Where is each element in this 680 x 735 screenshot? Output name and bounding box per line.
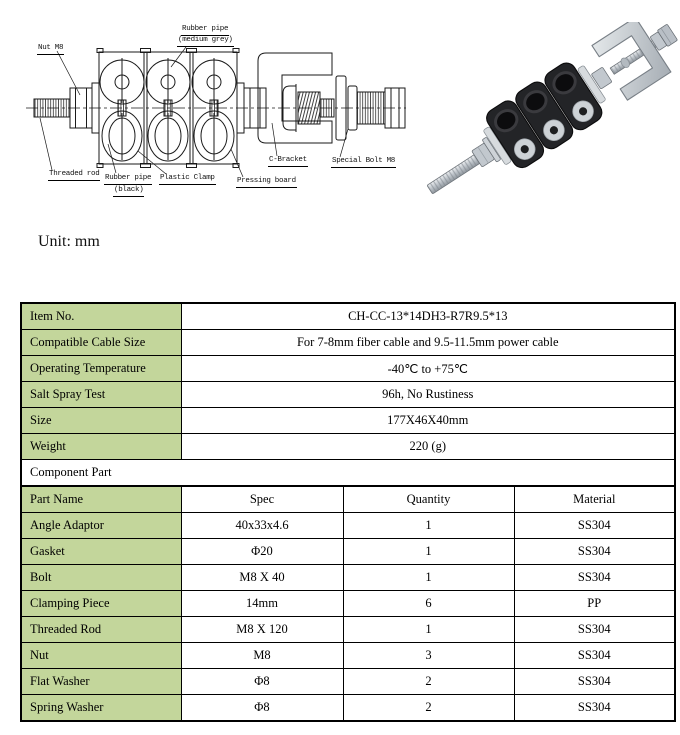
part-spec-cell: Φ20 (180, 538, 344, 565)
part-quantity-cell: 1 (342, 538, 515, 565)
diagram-label-threaded-rod: Threaded rod (48, 170, 101, 181)
part-name-cell: Bolt (20, 564, 182, 591)
part-spec-cell: 40x33x4.6 (180, 512, 344, 539)
product-photo (427, 22, 678, 194)
part-spec-cell: M8 X 120 (180, 616, 344, 643)
diagram-label-plastic-clamp: Plastic Clamp (159, 174, 216, 185)
part-name-cell: Flat Washer (20, 668, 182, 695)
photo-nut (591, 67, 612, 89)
part-name-cell: Spring Washer (20, 694, 182, 722)
part-material-cell: SS304 (513, 668, 676, 695)
parts-header-row: Part Name Spec Quantity Material (20, 485, 676, 513)
spec-row-value: For 7-8mm fiber cable and 9.5-11.5mm pow… (180, 329, 676, 356)
part-spec-cell: M8 X 40 (180, 564, 344, 591)
part-quantity-cell: 3 (342, 642, 515, 669)
part-spec-cell: Φ8 (180, 694, 344, 722)
pressing-board-drawing (236, 82, 267, 134)
column-header-spec: Spec (180, 485, 344, 513)
spec-row-value: 177X46X40mm (180, 407, 676, 434)
part-material-cell: SS304 (513, 538, 676, 565)
photo-clamp-blocks (486, 62, 603, 169)
diagram-label-special-bolt: Special Bolt M8 (331, 157, 397, 168)
photo-washers (514, 100, 594, 160)
part-quantity-cell: 2 (342, 668, 515, 695)
diagram-label-rubber-grey-1: Rubber pipe (181, 25, 230, 36)
column-header-part-name: Part Name (20, 485, 182, 513)
photo-pressing-board-left (483, 126, 512, 165)
diagram-label-pressing-board: Pressing board (236, 177, 297, 188)
part-name-cell: Nut (20, 642, 182, 669)
spec-row-value: 220 (g) (180, 433, 676, 460)
column-header-quantity: Quantity (342, 485, 515, 513)
part-material-cell: SS304 (513, 564, 676, 591)
unit-label: Unit: mm (38, 233, 100, 250)
spec-row-label: Weight (20, 433, 182, 460)
part-spec-cell: M8 (180, 642, 344, 669)
diagram-label-c-bracket: C-Bracket (268, 156, 308, 167)
spec-row-label: Operating Temperature (20, 355, 182, 382)
spec-row-label: Item No. (20, 302, 182, 330)
threaded-rod-drawing (33, 98, 71, 118)
special-bolt-drawing (282, 75, 406, 141)
part-name-cell: Threaded Rod (20, 616, 182, 643)
diagram-label-rubber-black-1: Rubber pipe (104, 174, 153, 185)
leader-lines (39, 46, 349, 178)
component-part-row: Component Part (20, 459, 676, 487)
part-quantity-cell: 1 (342, 512, 515, 539)
spec-row-label: Salt Spray Test (20, 381, 182, 408)
photo-c-bracket (591, 22, 678, 101)
part-material-cell: SS304 (513, 642, 676, 669)
part-material-cell: SS304 (513, 616, 676, 643)
diagram-label-rubber-grey-2: (medium grey) (177, 36, 234, 47)
spec-row-label: Size (20, 407, 182, 434)
spec-row-value: 96h, No Rustiness (180, 381, 676, 408)
plastic-clamp-drawing (96, 48, 240, 168)
part-quantity-cell: 1 (342, 564, 515, 591)
spec-row: Item No.CH-CC-13*14DH3-R7R9.5*13 (20, 302, 676, 330)
part-spec-cell: Φ8 (180, 668, 344, 695)
part-quantity-cell: 6 (342, 590, 515, 617)
part-name-cell: Angle Adaptor (20, 512, 182, 539)
diagram-label-nut: Nut M8 (37, 44, 65, 55)
photo-threaded-rod (427, 137, 501, 194)
photo-pressing-board-right (577, 65, 606, 104)
component-part-label: Component Part (20, 459, 676, 487)
spec-row: Operating Temperature-40℃ to +75℃ (20, 355, 676, 382)
spec-row-label: Compatible Cable Size (20, 329, 182, 356)
part-spec-cell: 14mm (180, 590, 344, 617)
part-name-cell: Gasket (20, 538, 182, 565)
part-quantity-cell: 2 (342, 694, 515, 722)
spec-row-value: -40℃ to +75℃ (180, 355, 676, 382)
rubber-pipe-black-drawing (101, 110, 235, 162)
rubber-pipe-grey-drawing (99, 58, 237, 105)
part-quantity-cell: 1 (342, 616, 515, 643)
part-material-cell: SS304 (513, 694, 676, 722)
part-material-cell: SS304 (513, 512, 676, 539)
technical-diagram (26, 46, 406, 178)
column-header-material: Material (513, 485, 676, 513)
part-name-cell: Clamping Piece (20, 590, 182, 617)
part-material-cell: PP (513, 590, 676, 617)
spec-row-value: CH-CC-13*14DH3-R7R9.5*13 (180, 302, 676, 330)
photo-rubber-holes (494, 71, 577, 133)
diagram-label-rubber-black-2: (black) (113, 186, 145, 197)
